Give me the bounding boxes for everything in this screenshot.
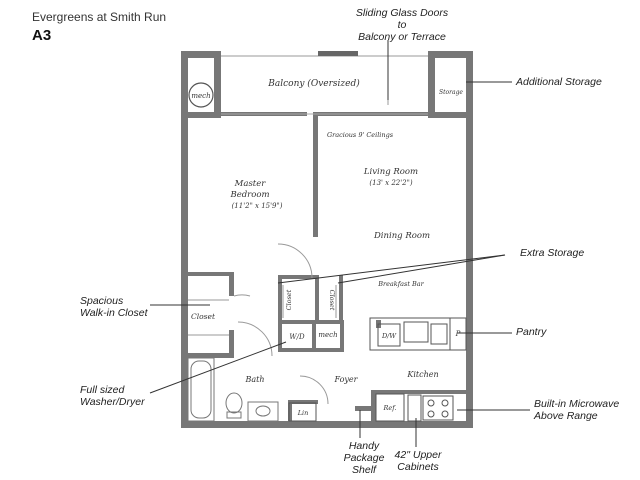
pantry-callout: Pantry	[516, 326, 547, 338]
foyer-label: Foyer	[333, 375, 358, 384]
dining-room-label: Dining Room	[373, 231, 430, 241]
microwave-line-2: Above Range	[534, 410, 598, 422]
sliding-doors-callout: Sliding Glass Doors to Balcony or Terrac…	[354, 7, 450, 43]
walkin-line-2: Walk-in Closet	[80, 307, 148, 319]
living-room-dims: (13' x 22'2")	[369, 179, 412, 187]
walkin-line-1: Spacious	[80, 295, 124, 307]
master-bedroom-label-2: Bedroom	[229, 190, 269, 200]
washer-dryer-callout: Full sized Washer/Dryer	[80, 384, 145, 408]
room-labels: Balcony (Oversized) Gracious 9' Ceilings…	[191, 78, 463, 417]
kitchen-label: Kitchen	[406, 370, 438, 379]
master-bedroom-label: Master	[234, 179, 267, 189]
breakfast-bar-label: Breakfast Bar	[377, 280, 424, 288]
ref-label: Ref.	[383, 404, 397, 412]
cabinets-line-1: 42" Upper	[394, 449, 442, 461]
walkin-closet-label: Closet	[191, 312, 216, 321]
bath-fixtures	[187, 357, 279, 422]
microwave-callout: Built-in Microwave Above Range	[534, 398, 619, 422]
closet-a-label: Closet	[285, 289, 293, 310]
upper-cabinets-callout: 42" Upper Cabinets	[394, 449, 442, 473]
door-swings	[233, 243, 329, 405]
kitchen-counter	[288, 317, 467, 422]
storage-label: Storage	[439, 89, 463, 96]
washer-line-2: Washer/Dryer	[80, 396, 145, 408]
closet-b-label: Closet	[328, 290, 336, 311]
washer-line-1: Full sized	[80, 384, 125, 396]
ceilings-label: Gracious 9' Ceilings	[327, 131, 394, 139]
package-shelf-callout: Handy Package Shelf	[340, 440, 388, 476]
callout-lines	[149, 40, 530, 447]
mech-mid-label: mech	[318, 331, 337, 339]
additional-storage-callout: Additional Storage	[516, 76, 602, 88]
bath-label: Bath	[244, 375, 264, 384]
dw-label: D/W	[381, 332, 397, 340]
cabinets-line-2: Cabinets	[397, 461, 439, 473]
extra-storage-callout: Extra Storage	[520, 247, 585, 259]
package-line-3: Shelf	[352, 464, 376, 476]
package-line-2: Package	[343, 452, 385, 464]
package-line-1: Handy	[348, 440, 380, 452]
microwave-line-1: Built-in Microwave	[534, 398, 620, 410]
master-bedroom-dims: (11'2" x 15'9")	[232, 202, 283, 210]
sliding-doors-line-1: Sliding Glass Doors to	[355, 7, 449, 31]
living-room-label: Living Room	[363, 167, 418, 177]
lin-label: Lin	[297, 409, 309, 417]
walls	[181, 51, 473, 428]
closet-rods	[188, 285, 337, 336]
property-name: Evergreens at Smith Run	[32, 10, 167, 24]
pantry-label: P	[455, 330, 461, 338]
sliding-doors-line-2: Balcony or Terrace	[358, 31, 446, 43]
mech-circle	[188, 82, 214, 108]
unit-code: A3	[32, 27, 52, 44]
wd-label: W/D	[289, 333, 305, 341]
balcony-label: Balcony (Oversized)	[267, 78, 360, 89]
walkin-closet-callout: Spacious Walk-in Closet	[80, 295, 148, 319]
mech-top-label: mech	[191, 92, 210, 100]
